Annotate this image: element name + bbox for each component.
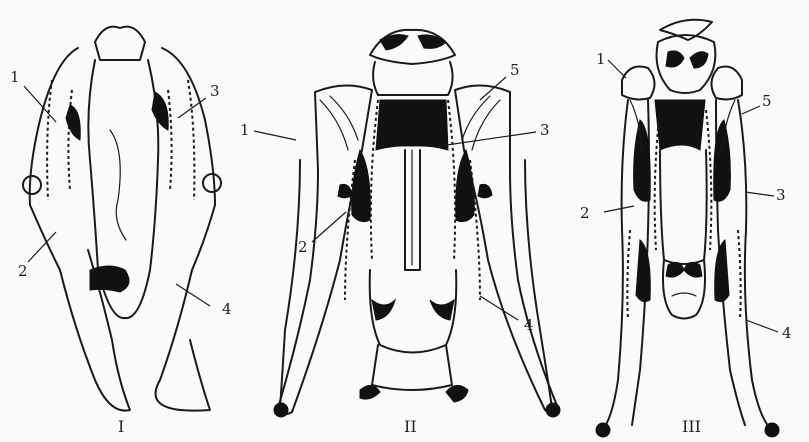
- fig-III-caption: III: [682, 417, 701, 436]
- skull-figure-III: [596, 20, 779, 437]
- fig-II-label-2: 2: [298, 238, 308, 256]
- fig-I-caption: I: [118, 417, 124, 436]
- fig-III-label-4: 4: [782, 324, 792, 342]
- fig-III-label-5: 5: [762, 92, 772, 110]
- fig-I-label-4: 4: [222, 300, 232, 318]
- fig-I-label-1: 1: [10, 68, 20, 86]
- fig-II-label-4: 4: [524, 316, 534, 334]
- fig-II-label-5: 5: [510, 61, 520, 79]
- fig-II-label-3: 3: [540, 121, 550, 139]
- fig-II-caption: II: [404, 417, 417, 436]
- fig-I-label-2: 2: [18, 262, 28, 280]
- fig-I-label-3: 3: [210, 82, 220, 100]
- fig-III-label-3: 3: [776, 186, 786, 204]
- skull-figure-II: [254, 30, 560, 417]
- fig-II-label-1: 1: [240, 121, 250, 139]
- fig-III-label-2: 2: [580, 204, 590, 222]
- skull-figure-I: [23, 27, 221, 411]
- fig-III-label-1: 1: [596, 50, 606, 68]
